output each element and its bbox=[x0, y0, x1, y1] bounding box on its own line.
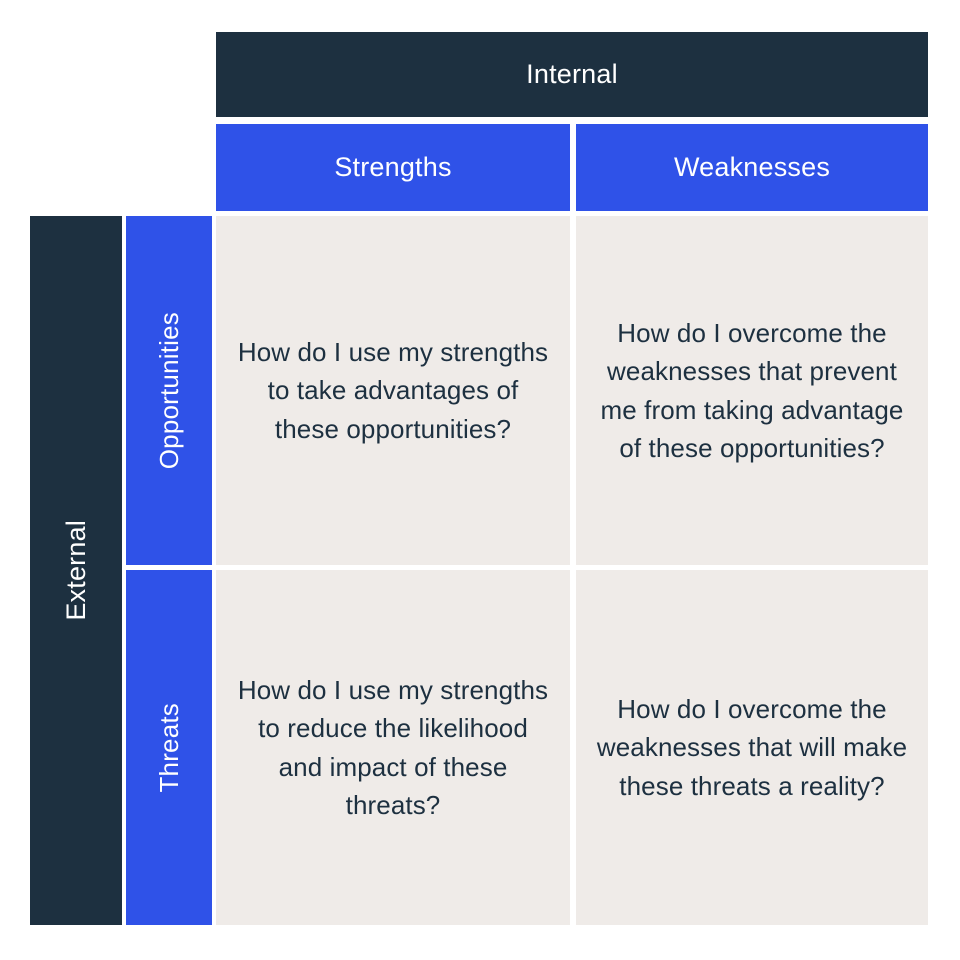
cell-strengths-opportunities: How do I use my strengths to take advant… bbox=[216, 216, 570, 565]
cell-weaknesses-opportunities: How do I overcome the weaknesses that pr… bbox=[576, 216, 928, 565]
column-header-label: Strengths bbox=[334, 152, 452, 182]
cell-weaknesses-threats: How do I overcome the weaknesses that wi… bbox=[576, 570, 928, 925]
external-dimension-header: External bbox=[30, 216, 122, 925]
row-header-label: Threats bbox=[154, 702, 184, 793]
cell-text: How do I use my strengths to reduce the … bbox=[237, 674, 549, 820]
cell-text: How do I use my strengths to take advant… bbox=[237, 336, 549, 444]
row-header-label: Opportunities bbox=[154, 311, 184, 470]
cell-text: How do I overcome the weaknesses that wi… bbox=[596, 693, 908, 801]
column-header-weaknesses: Weaknesses bbox=[576, 124, 928, 211]
column-header-strengths: Strengths bbox=[216, 124, 570, 211]
internal-dimension-header: Internal bbox=[216, 32, 928, 117]
row-header-opportunities: Opportunities bbox=[126, 216, 212, 565]
column-header-label: Weaknesses bbox=[673, 152, 831, 182]
external-dimension-label: External bbox=[60, 520, 91, 621]
internal-dimension-label: Internal bbox=[526, 59, 618, 89]
cell-strengths-threats: How do I use my strengths to reduce the … bbox=[216, 570, 570, 925]
cell-text: How do I overcome the weaknesses that pr… bbox=[600, 317, 904, 463]
row-header-threats: Threats bbox=[126, 570, 212, 925]
